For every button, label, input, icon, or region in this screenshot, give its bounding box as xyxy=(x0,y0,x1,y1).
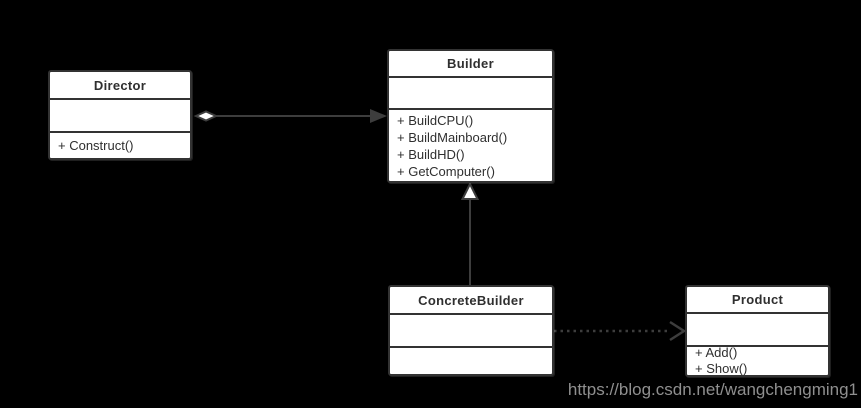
class-box-concretebuilder: ConcreteBuilder xyxy=(388,285,554,376)
class-name-builder: Builder xyxy=(389,51,552,78)
aggregation-connector-director-builder xyxy=(193,109,387,123)
attributes-compartment-product xyxy=(687,314,828,347)
class-name-concretebuilder: ConcreteBuilder xyxy=(390,287,552,315)
methods-compartment-builder: + BuildCPU() + BuildMainboard() + BuildH… xyxy=(389,110,552,181)
watermark-url: https://blog.csdn.net/wangchengming1 xyxy=(567,380,858,399)
attributes-compartment-concretebuilder xyxy=(390,315,552,348)
class-box-director: Director + Construct() xyxy=(48,70,192,160)
class-name-director: Director xyxy=(50,72,190,100)
method-item: + GetComputer() xyxy=(397,163,495,179)
method-item: + BuildCPU() xyxy=(397,112,474,128)
attributes-compartment-builder xyxy=(389,78,552,110)
methods-compartment-concretebuilder xyxy=(390,348,552,374)
class-box-builder: Builder + BuildCPU() + BuildMainboard() … xyxy=(387,49,554,183)
class-box-product: Product + Add() + Show() xyxy=(685,285,830,377)
hollow-triangle-icon xyxy=(460,181,480,200)
method-item: + BuildHD() xyxy=(397,146,465,162)
class-name-product: Product xyxy=(687,287,828,314)
method-item: + BuildMainboard() xyxy=(397,129,508,145)
aggregation-diamond-icon xyxy=(193,110,219,122)
dependency-connector-concretebuilder-product xyxy=(554,320,687,342)
method-item: + Add() xyxy=(695,347,738,360)
method-item: + Show() xyxy=(695,361,748,375)
attributes-compartment-director xyxy=(50,100,190,133)
methods-compartment-product: + Add() + Show() xyxy=(687,347,828,375)
generalization-connector-concretebuilder-builder xyxy=(460,181,480,286)
filled-arrowhead-icon xyxy=(370,109,387,123)
open-chevron-arrowhead-icon xyxy=(669,320,687,342)
methods-compartment-director: + Construct() xyxy=(50,133,190,158)
method-item: + Construct() xyxy=(58,138,134,153)
